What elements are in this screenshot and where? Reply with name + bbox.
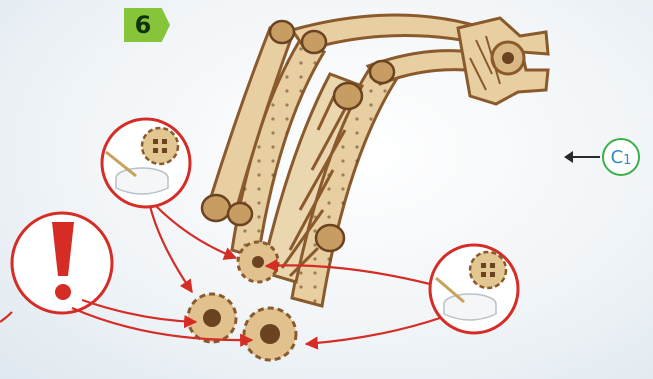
warning-callout xyxy=(12,213,112,313)
glue-pot-gear-icon xyxy=(470,252,506,288)
gripper-head xyxy=(458,18,548,104)
step-number: 6 xyxy=(124,8,162,42)
glue-callout-left xyxy=(102,119,190,207)
bottom-gear-left xyxy=(188,294,236,342)
callout-label: C xyxy=(611,147,624,168)
callout-subscript: 1 xyxy=(623,153,631,168)
middle-gear xyxy=(238,242,278,282)
glue-pot-gear-icon xyxy=(142,128,178,164)
step-number-badge: 6 xyxy=(124,8,170,42)
bottom-gear-right xyxy=(244,308,296,360)
callout-arrow-icon xyxy=(566,156,600,158)
glue-callout-right xyxy=(430,245,518,333)
